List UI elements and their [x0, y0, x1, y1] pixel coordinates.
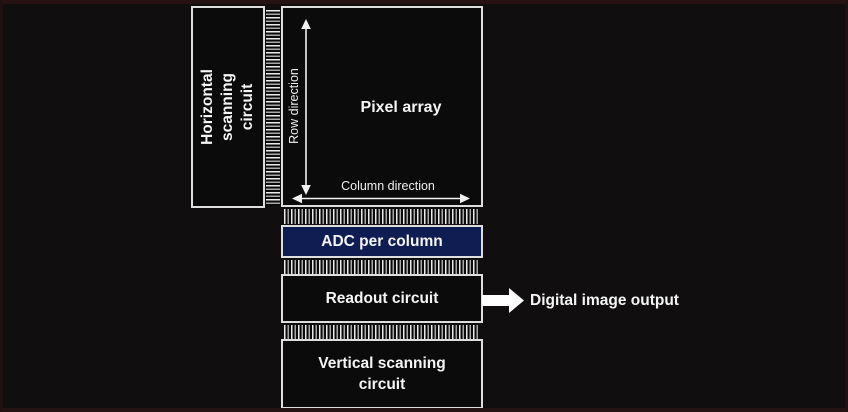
column-bus-hatch-middle — [284, 260, 479, 275]
horizontal-scanning-circuit-box: Horizontal scanning circuit — [191, 6, 265, 208]
pixel-array-box — [281, 6, 483, 207]
row-bus-hatch — [266, 10, 280, 206]
digital-output-label: Digital image output — [530, 292, 679, 309]
adc-per-column-box: ADC per column — [281, 225, 483, 258]
adc-per-column-label: ADC per column — [321, 232, 443, 250]
column-bus-hatch-bottom — [284, 325, 479, 340]
column-bus-hatch-top — [284, 209, 479, 224]
column-direction-arrow — [292, 193, 470, 204]
digital-output-arrow — [482, 288, 524, 313]
row-direction-label: Row direction — [287, 68, 301, 144]
pixel-array-label: Pixel array — [360, 99, 442, 116]
vertical-scanning-circuit-label: Vertical scanning circuit — [318, 355, 446, 393]
column-direction-label: Column direction — [341, 179, 435, 193]
readout-circuit-box: Readout circuit — [281, 274, 483, 323]
vertical-scanning-circuit-box: Vertical scanning circuit — [281, 339, 483, 408]
horizontal-scanning-circuit-label: Horizontal scanning circuit — [199, 69, 256, 145]
row-direction-arrow — [301, 19, 311, 195]
readout-circuit-label: Readout circuit — [325, 289, 439, 307]
